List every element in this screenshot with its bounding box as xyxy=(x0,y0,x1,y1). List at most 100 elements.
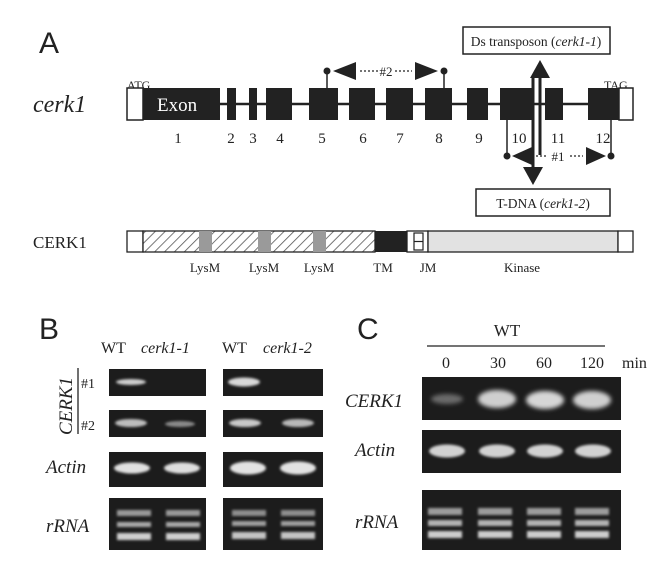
primer-dot xyxy=(440,67,448,75)
gel-strips-b xyxy=(109,369,323,550)
gel-band xyxy=(165,421,195,427)
gel-band xyxy=(282,419,314,427)
gel-band xyxy=(166,533,200,540)
primer-dot xyxy=(503,152,511,160)
exon-number: 10 xyxy=(512,131,527,147)
primer-dot xyxy=(323,67,331,75)
exon-12 xyxy=(588,88,619,120)
exon-8 xyxy=(425,88,452,120)
gel-band xyxy=(230,461,266,475)
domain-label: TM xyxy=(373,260,393,275)
timepoint-label: 0 xyxy=(442,355,450,372)
panel-c: C WT 0 30 60 120 min CERK1 Actin rRNA xyxy=(345,313,647,550)
gel-band xyxy=(428,508,462,515)
exon-5 xyxy=(309,88,338,120)
gel-band xyxy=(114,462,150,474)
gel-band xyxy=(232,510,266,516)
gel-band xyxy=(164,462,200,474)
lane-header-mutant-1: cerk1-1 xyxy=(141,340,190,357)
exon-number: 1 xyxy=(174,131,182,147)
panel-b: B WT cerk1-1 WT cerk1-2 CERK1 #1 #2 Acti… xyxy=(39,313,323,550)
exon-4 xyxy=(266,88,292,120)
lane-header-mutant-2: cerk1-2 xyxy=(263,340,312,357)
ds-label: Ds transposon (cerk1-1) xyxy=(471,34,601,49)
protein-label: CERK1 xyxy=(33,233,87,252)
gel-band xyxy=(431,394,463,404)
panel-a: A cerk1 ATG TAG Exon 1 xyxy=(33,26,634,275)
tdna-label: T-DNA (cerk1-2) xyxy=(496,196,590,211)
lysm-domain-1 xyxy=(199,231,212,252)
exon-boxes xyxy=(143,88,619,120)
gel-band xyxy=(117,510,151,516)
ds-arrowhead xyxy=(530,60,550,78)
genotype-header: WT xyxy=(494,321,521,340)
gel-band xyxy=(478,508,512,515)
gel-band xyxy=(166,522,200,527)
panel-c-letter: C xyxy=(357,313,379,346)
gel-band xyxy=(575,444,611,458)
tdna-arrowhead xyxy=(523,167,543,185)
exon-6 xyxy=(349,88,375,120)
gel-band xyxy=(429,444,465,458)
lysm-domain-2 xyxy=(258,231,271,252)
exon-number: 12 xyxy=(596,131,611,147)
gel-band xyxy=(228,377,260,387)
exon-number: 2 xyxy=(227,131,235,147)
exon-number: 11 xyxy=(551,131,565,147)
exon-number: 4 xyxy=(276,131,284,147)
row-label-actin: Actin xyxy=(44,457,86,478)
primer-arrowhead-left xyxy=(512,147,532,165)
domain-label: Kinase xyxy=(504,260,540,275)
domain-label: LysM xyxy=(190,260,221,275)
timepoint-labels: 0 30 60 120 xyxy=(442,355,604,372)
lane-header-wt-1: WT xyxy=(101,340,126,357)
exon-11 xyxy=(545,88,563,120)
exon-number: 9 xyxy=(475,131,483,147)
primer-arrowhead-right xyxy=(415,62,438,80)
kinase-domain xyxy=(427,230,619,253)
domain-label: LysM xyxy=(304,260,335,275)
gel-band xyxy=(281,510,315,516)
exon-9 xyxy=(467,88,488,120)
gel-strips-c xyxy=(422,377,621,550)
exon-1 xyxy=(143,88,220,120)
exon-number: 7 xyxy=(396,131,404,147)
gel-band xyxy=(575,508,609,515)
gel-band xyxy=(527,531,561,538)
ds-label-box xyxy=(462,26,611,55)
exon-numbers: 1 2 3 4 5 6 7 8 9 10 11 12 xyxy=(174,131,610,147)
row-label-rrna: rRNA xyxy=(46,516,90,537)
gel-band xyxy=(479,444,515,458)
gel-band xyxy=(280,461,316,475)
primer-arrowhead-right xyxy=(586,147,606,165)
timepoint-label: 30 xyxy=(490,355,506,372)
gel-band xyxy=(575,531,609,538)
exon-number: 8 xyxy=(435,131,443,147)
gel-band xyxy=(115,419,147,427)
ds-insertion-marker: Ds transposon (cerk1-1) xyxy=(462,26,611,155)
gel-band xyxy=(232,532,266,539)
domain-label: LysM xyxy=(249,260,280,275)
protein-n-terminus xyxy=(126,230,144,253)
gel-band xyxy=(428,520,462,526)
gel-band xyxy=(229,419,261,427)
domain-label: JM xyxy=(420,260,437,275)
exon-2 xyxy=(227,88,236,120)
timepoint-label: 60 xyxy=(536,355,552,372)
primer-2-label: #2 xyxy=(380,64,393,79)
gel-band xyxy=(117,522,151,527)
gel-band xyxy=(527,520,561,526)
gene-row-label-cerk1: CERK1 xyxy=(56,377,77,435)
gel-band xyxy=(478,520,512,526)
tdna-label-box xyxy=(475,188,611,217)
gel-band xyxy=(117,533,151,540)
exon-number: 5 xyxy=(318,131,326,147)
gel-band xyxy=(428,531,462,538)
gel-band xyxy=(166,510,200,516)
gel-band xyxy=(575,520,609,526)
gel-band xyxy=(232,521,266,526)
gel-band xyxy=(527,444,563,458)
gel-band xyxy=(478,390,516,408)
row-label-rrna: rRNA xyxy=(355,512,399,533)
gel-band xyxy=(281,521,315,526)
